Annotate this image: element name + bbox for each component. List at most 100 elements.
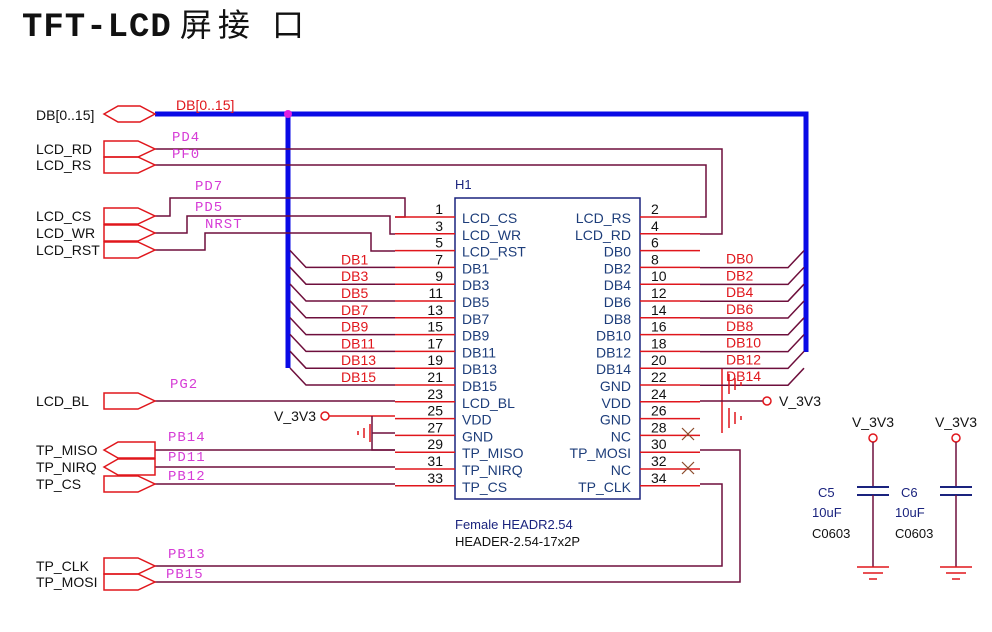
port-label: TP_MISO: [36, 442, 98, 458]
pin-name: DB6: [604, 294, 631, 310]
pin-name: VDD: [601, 395, 631, 411]
cap-power-label: V_3V3: [852, 414, 894, 430]
pin-number: 1: [435, 201, 443, 217]
port-label: LCD_WR: [36, 225, 95, 241]
pin-name: VDD: [462, 412, 492, 428]
net-label: PD4: [172, 130, 200, 146]
connector-ref: H1: [455, 177, 472, 192]
port-shape[interactable]: [103, 140, 157, 158]
pin-number: 21: [427, 369, 443, 385]
bus-entry: [289, 317, 395, 336]
pin-net-label: DB14: [726, 368, 761, 384]
bus-entry: [700, 283, 805, 302]
bus-entry: [700, 350, 805, 370]
cap-ref: C6: [901, 485, 918, 500]
pin-net-label: DB9: [341, 319, 368, 335]
pin-number: 24: [651, 386, 667, 402]
pin-number: 17: [427, 335, 443, 351]
pin-name: GND: [462, 428, 493, 444]
net-label: PD7: [195, 179, 223, 195]
port-shape[interactable]: [103, 392, 157, 410]
pin-number: 27: [427, 419, 443, 435]
cap-package: C0603: [895, 526, 933, 541]
port-shape[interactable]: [102, 458, 156, 476]
port-shape[interactable]: [103, 224, 157, 242]
port-label: LCD_RS: [36, 157, 91, 173]
net-label: PB13: [168, 547, 206, 563]
bus-net-label: DB[0..15]: [176, 97, 234, 113]
pin-number: 12: [651, 285, 667, 301]
pin-name: DB1: [462, 260, 489, 276]
pin-number: 19: [427, 352, 443, 368]
net-label: NRST: [205, 217, 243, 233]
pin-name: GND: [600, 378, 631, 394]
bus-entry: [289, 300, 395, 319]
pin-name: TP_NIRQ: [462, 462, 523, 478]
wire-pd7: [155, 197, 406, 218]
ground-icon: [940, 566, 972, 580]
port-shape[interactable]: [103, 557, 157, 575]
pin-number: 25: [427, 403, 443, 419]
pin-name: DB3: [462, 277, 489, 293]
port-shape[interactable]: [103, 475, 157, 493]
pin-name: TP_CLK: [578, 479, 632, 495]
pin-number: 9: [435, 268, 443, 284]
bus-entry: [289, 249, 395, 269]
pin-number: 7: [435, 251, 443, 267]
bus-entry: [700, 300, 805, 319]
pin-net-label: DB2: [726, 267, 753, 283]
net-label: PB15: [166, 567, 204, 583]
pin-number: 33: [427, 470, 443, 486]
net-label: PD5: [195, 200, 223, 216]
pin-net-label: DB13: [341, 352, 376, 368]
pin-net-label: DB5: [341, 285, 368, 301]
ground-icon: [357, 424, 371, 442]
data-bus: DB[0..15] DB[0..15]: [36, 97, 809, 368]
port-shape[interactable]: [103, 156, 157, 174]
port-shape[interactable]: [102, 441, 156, 459]
cap-power-label: V_3V3: [935, 414, 977, 430]
pin-name: LCD_RS: [576, 210, 631, 226]
wire-pb13: [155, 483, 723, 567]
pin-number: 8: [651, 251, 659, 267]
pin-number: 4: [651, 218, 659, 234]
ground-icon: [857, 566, 889, 580]
bus-entry: [700, 334, 805, 353]
cap-ref: C5: [818, 485, 835, 500]
cap-package: C0603: [812, 526, 850, 541]
pin-number: 16: [651, 319, 667, 335]
port-shape[interactable]: [103, 241, 157, 259]
port-lcd-wr[interactable]: LCD_WR PD5: [36, 200, 223, 242]
no-connect-icon: [681, 427, 695, 441]
port-shape[interactable]: [103, 207, 157, 225]
bus-port[interactable]: [102, 105, 157, 123]
port-shape[interactable]: [103, 573, 157, 591]
pin-name: DB13: [462, 361, 497, 377]
power-port-icon: [951, 433, 961, 443]
